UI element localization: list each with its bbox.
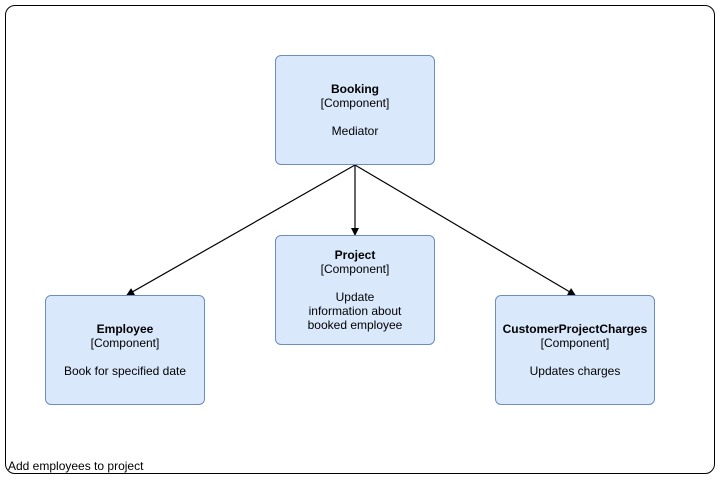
system-boundary <box>5 5 715 474</box>
booking-description: Mediator <box>331 124 379 138</box>
employee-description: Book for specified date <box>63 364 187 378</box>
project-description-line-3: booked employee <box>307 318 403 332</box>
employee-component[interactable]: Employee [Component] Book for specified … <box>45 295 205 405</box>
edge-booking-charges <box>354 164 576 296</box>
employee-type: [Component] <box>90 336 160 350</box>
booking-component[interactable]: Booking [Component] Mediator <box>275 55 435 165</box>
project-description-line-2: information about <box>308 304 402 318</box>
boundary-caption: Add employees to project <box>8 459 144 473</box>
customer-project-charges-component[interactable]: CustomerProjectCharges [Component] Updat… <box>495 295 655 405</box>
booking-type: [Component] <box>320 96 390 110</box>
employee-name: Employee <box>96 322 154 336</box>
booking-name: Booking <box>331 82 379 96</box>
project-type: [Component] <box>320 262 390 276</box>
edge-booking-employee <box>126 164 356 296</box>
project-description-line-1: Update <box>335 290 375 304</box>
project-name: Project <box>334 248 376 262</box>
charges-type: [Component] <box>540 336 610 350</box>
charges-name: CustomerProjectCharges <box>502 322 648 336</box>
project-component[interactable]: Project [Component] Update information a… <box>275 235 435 345</box>
charges-description: Updates charges <box>529 364 621 378</box>
